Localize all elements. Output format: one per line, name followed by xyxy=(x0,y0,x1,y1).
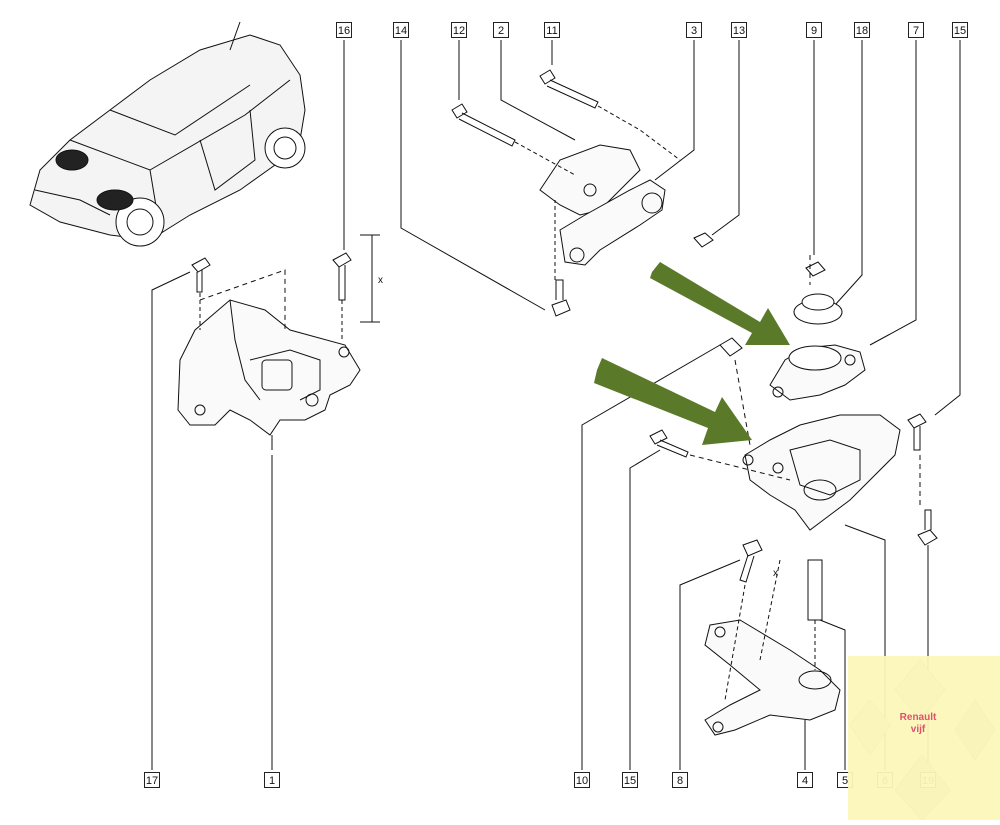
watermark-background xyxy=(848,656,1000,820)
left-engine-mount xyxy=(177,299,361,450)
arrow-upper xyxy=(650,262,790,345)
highlight-arrows xyxy=(594,262,790,445)
callout-2: 2 xyxy=(493,22,509,38)
bolt-8 xyxy=(739,539,763,583)
bolt-16 xyxy=(332,234,380,323)
callout-8: 8 xyxy=(672,772,688,788)
bolt-15-right xyxy=(907,413,927,451)
callout-4: 4 xyxy=(797,772,813,788)
callout-14: 14 xyxy=(393,22,409,38)
nut-9 xyxy=(805,261,826,277)
callout-18: 18 xyxy=(854,22,870,38)
bolt-15-left xyxy=(649,429,689,458)
callout-17: 17 xyxy=(144,772,160,788)
nut-10 xyxy=(719,337,743,357)
lower-torque-arm xyxy=(704,619,841,736)
callout-1: 1 xyxy=(264,772,280,788)
arrow-lower xyxy=(594,358,752,445)
watermark-line2: vijf xyxy=(910,724,926,735)
callout-3: 3 xyxy=(686,22,702,38)
callout-15-top: 15 xyxy=(952,22,968,38)
dimension-label-lower: x xyxy=(773,568,778,579)
callout-16: 16 xyxy=(336,22,352,38)
callout-9: 9 xyxy=(806,22,822,38)
callout-15-bottom: 15 xyxy=(622,772,638,788)
callout-10: 10 xyxy=(574,772,590,788)
stud-5 xyxy=(807,559,823,621)
bolt-17 xyxy=(191,257,211,293)
stud-19 xyxy=(917,509,938,546)
watermark-text: Renault vijf xyxy=(888,712,948,736)
gearbox-bracket xyxy=(742,414,901,531)
nut-13 xyxy=(693,232,714,248)
bolt-12 xyxy=(451,103,516,147)
callout-12: 12 xyxy=(451,22,467,38)
torque-rod-assembly xyxy=(539,144,666,266)
watermark-line1: Renault xyxy=(899,712,937,723)
callout-11: 11 xyxy=(544,22,560,38)
dimension-label-upper: x xyxy=(378,275,383,286)
callout-7: 7 xyxy=(908,22,924,38)
damper-7 xyxy=(769,344,866,401)
bolt-11 xyxy=(539,69,599,109)
car-illustration xyxy=(29,21,306,247)
washer-18 xyxy=(793,293,843,325)
bolt-14 xyxy=(551,279,571,317)
callout-13: 13 xyxy=(731,22,747,38)
